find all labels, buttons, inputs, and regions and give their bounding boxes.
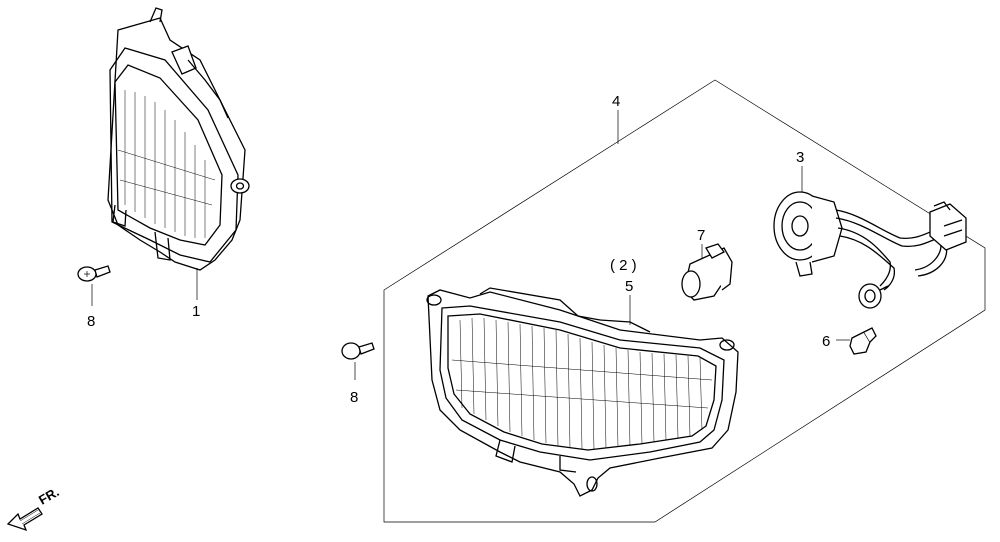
part-8-screw-left [77,265,111,282]
callout-8-left: 8 [87,313,95,330]
part-1-left-lamp [107,7,250,271]
callout-3: 3 [796,149,804,166]
assembly-frame [383,79,986,523]
part-5-right-lamp [426,287,739,497]
callout-7: 7 [697,227,705,244]
quantity-label: ( 2 ) [610,257,637,274]
callout-4: 4 [612,93,620,110]
callout-1: 1 [192,303,200,320]
part-6-small-bulb [849,327,877,355]
front-direction-label: FR. [36,484,62,507]
part-7-bulb [681,243,733,301]
part-3-socket-harness [773,191,967,309]
part-8-screw-right [341,342,375,360]
callout-6: 6 [822,333,830,350]
callout-5: 5 [625,278,633,295]
front-direction-arrow [6,507,43,532]
callout-8-right: 8 [350,389,358,406]
